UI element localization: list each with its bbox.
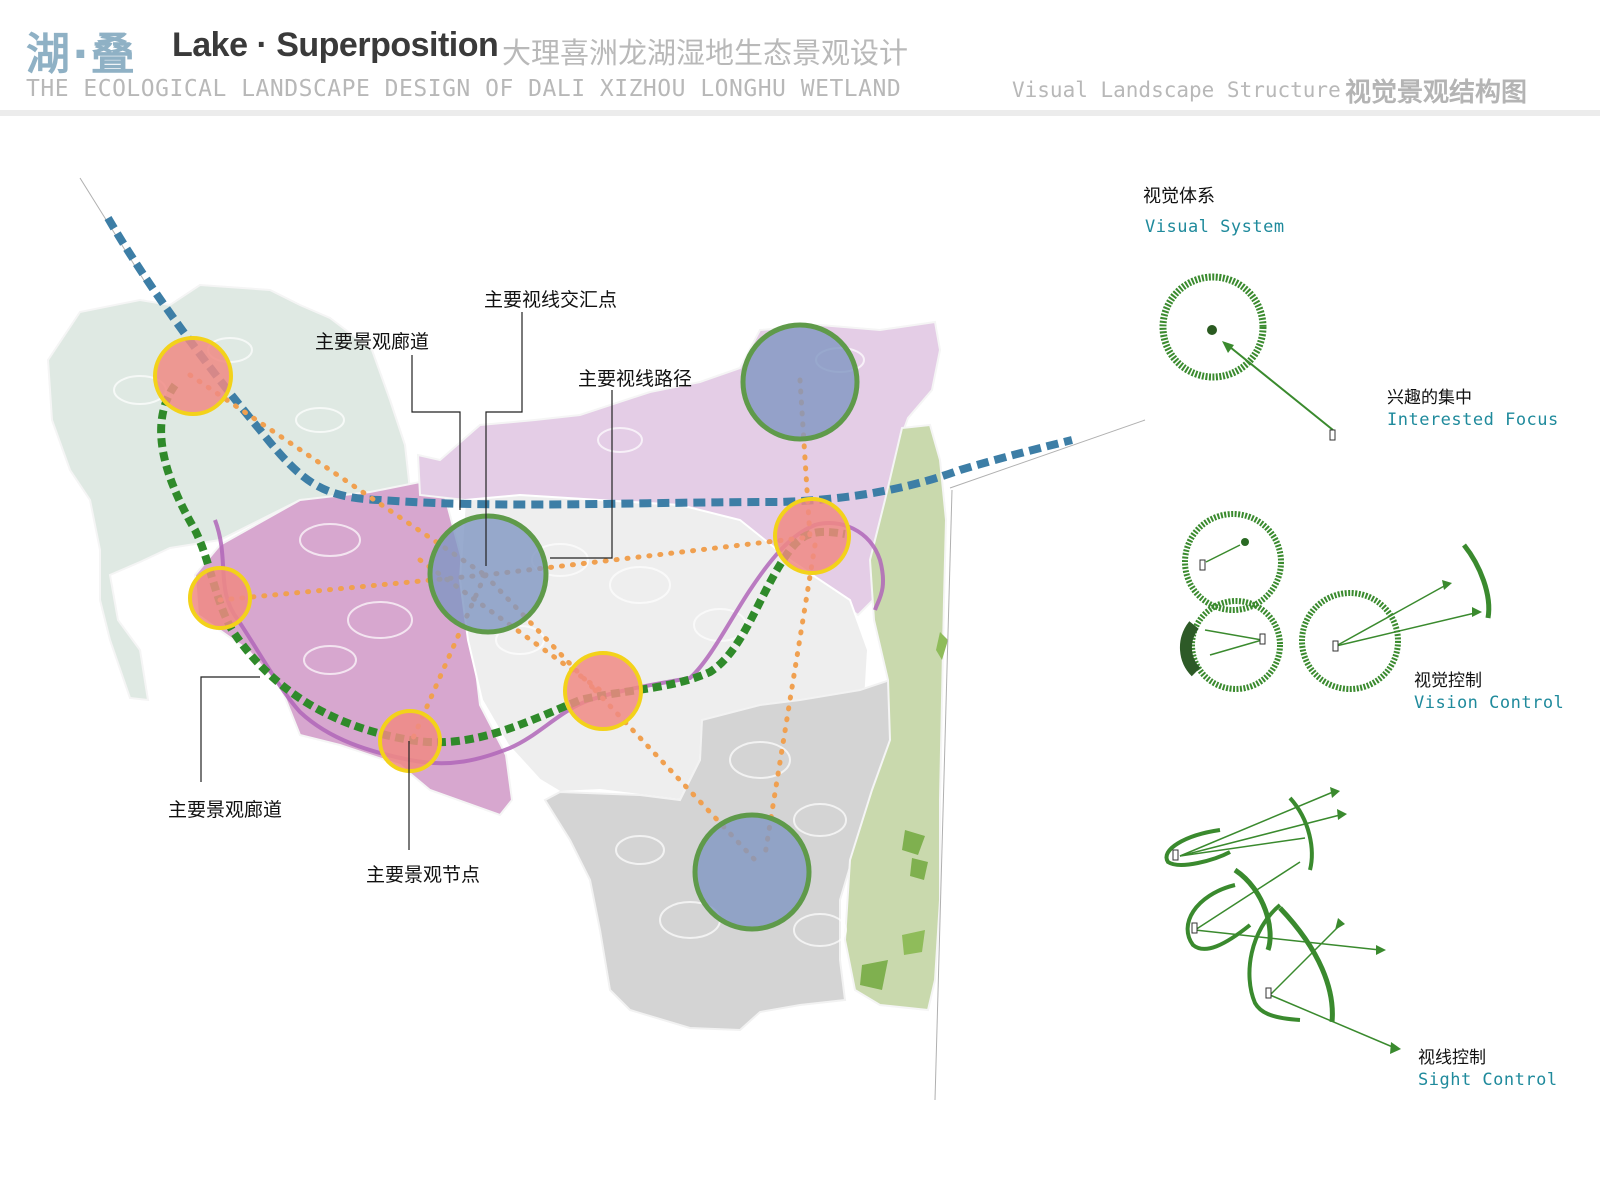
legend-item-sight-control-cn: 视线控制 — [1418, 1048, 1486, 1068]
label-sightline-intersection: 主要视线交汇点 — [484, 289, 618, 311]
label-corridor-top: 主要景观廊道 — [315, 331, 430, 353]
sightline-intersections — [427, 322, 860, 932]
label-corridor-bottom: 主要景观廊道 — [168, 799, 283, 821]
strip-patch-2 — [910, 858, 928, 880]
label-leaders — [200, 312, 613, 850]
title-chinese-short: 湖·叠 — [26, 29, 137, 80]
legend-title-en: Visual System — [1145, 217, 1285, 237]
legend-title-cn: 视觉体系 — [1143, 186, 1215, 207]
strip-patch-3 — [860, 960, 888, 990]
subtitle-english: THE ECOLOGICAL LANDSCAPE DESIGN OF DALI … — [26, 76, 902, 102]
legend-item-interested-focus-cn: 兴趣的集中 — [1387, 388, 1472, 408]
node-northwest — [153, 336, 233, 416]
legend-item-vision-control-en: Vision Control — [1414, 693, 1565, 713]
node-west — [188, 566, 252, 630]
intersection-center — [427, 513, 549, 635]
node-south — [378, 709, 442, 773]
landscape-nodes — [153, 336, 851, 773]
strip-patch-5 — [936, 632, 948, 660]
node-middle — [563, 651, 643, 731]
strip-patch-4 — [902, 930, 925, 955]
legend-sight-control-symbol — [1164, 787, 1401, 1054]
section-title-english: Visual Landscape Structure — [1012, 78, 1341, 102]
legend-item-vision-control-cn: 视觉控制 — [1414, 671, 1482, 691]
intersection-north — [740, 322, 860, 442]
section-title-chinese: 视觉景观结构图 — [1345, 78, 1528, 108]
legend-symbols — [1159, 273, 1492, 1054]
zone-northwest — [46, 283, 412, 702]
sightline-nw-to-center — [187, 372, 488, 578]
legend-item-interested-focus-en: Interested Focus — [1387, 410, 1559, 430]
intersection-south — [692, 812, 812, 932]
legend-item-sight-control-en: Sight Control — [1418, 1070, 1558, 1090]
sightline-east-to-southcircle — [762, 542, 818, 858]
node-east — [773, 497, 851, 575]
legend-interested-focus-symbol — [1159, 273, 1336, 441]
title-english: Lake · Superposition — [172, 26, 499, 64]
blue-main-corridor — [104, 215, 1073, 509]
label-landscape-node: 主要景观节点 — [366, 864, 481, 886]
green-corridor — [157, 382, 846, 747]
strip-patch-1 — [902, 830, 925, 855]
title-chinese-long: 大理喜洲龙湖湿地生态景观设计 — [502, 36, 909, 70]
header-divider — [0, 110, 1600, 116]
page-header: 湖·叠 Lake · Superposition 大理喜洲龙湖湿地生态景观设计 … — [0, 0, 1600, 116]
label-sightline-path: 主要视线路径 — [578, 368, 693, 390]
legend-vision-control-symbol — [1180, 511, 1492, 692]
